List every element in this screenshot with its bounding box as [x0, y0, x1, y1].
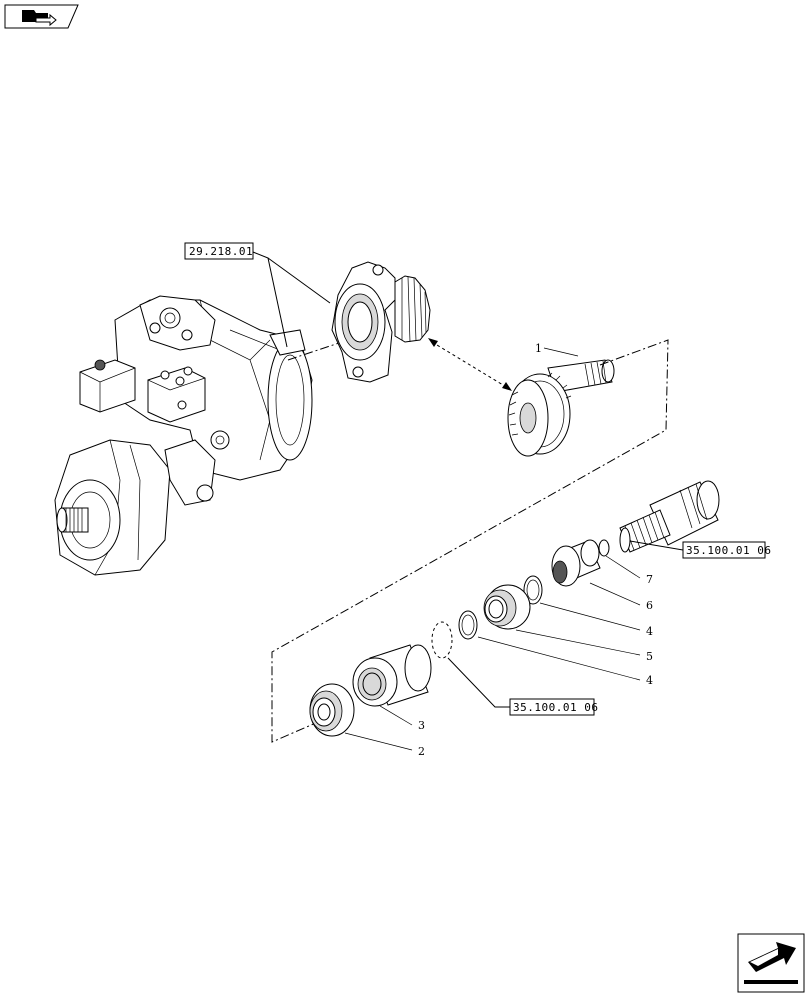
svg-text:1: 1	[535, 342, 542, 355]
callout-2: 2	[344, 732, 425, 758]
ref-label-right: 35.100.01 06	[686, 544, 771, 557]
reference-box-right[interactable]: 35.100.01 06	[682, 541, 771, 559]
dashed-ring-reference	[431, 621, 453, 659]
bottom-nav-button[interactable]	[737, 933, 805, 993]
svg-text:4: 4	[646, 674, 653, 687]
ref-label-top: 29.218.01	[189, 245, 253, 258]
bushing-part-3	[352, 644, 432, 707]
reference-box-top[interactable]: 29.218.01	[184, 242, 254, 260]
callout-5: 5	[515, 629, 653, 663]
sleeve-part-6	[551, 539, 601, 587]
hydraulic-pump-assembly	[54, 295, 313, 576]
callout-4a: 4	[539, 602, 653, 638]
reference-box-bottom[interactable]: 35.100.01 06	[509, 698, 598, 716]
gear-housing	[331, 261, 431, 383]
svg-text:7: 7	[646, 573, 653, 586]
leader-ref-right	[629, 540, 684, 551]
svg-text:5: 5	[646, 650, 653, 663]
gear-shaft-part-1	[507, 359, 615, 457]
folder-book-icon	[22, 10, 57, 27]
callout-7: 7	[605, 555, 653, 586]
svg-text:6: 6	[646, 599, 653, 612]
retaining-ring-part-4a	[523, 575, 543, 605]
group-boundary-line	[271, 339, 669, 743]
leader-ref-bottom	[447, 657, 510, 708]
retaining-ring-part-4b	[458, 610, 478, 640]
svg-text:4: 4	[646, 625, 653, 638]
callout-3: 3	[379, 705, 425, 732]
svg-text:3: 3	[418, 719, 425, 732]
callout-4b: 4	[477, 636, 653, 687]
callout-1: 1	[535, 342, 579, 357]
leader-ref-top-housing	[267, 257, 331, 304]
top-nav-button[interactable]	[4, 4, 79, 29]
snap-ring-part-7	[598, 539, 610, 557]
ref-label-bottom: 35.100.01 06	[513, 701, 598, 714]
bearing-part-5	[483, 584, 531, 630]
assembly-link-arrow	[428, 338, 512, 391]
svg-text:2: 2	[418, 745, 425, 758]
arrow-next-icon	[744, 942, 798, 984]
alignment-line-top	[287, 341, 343, 361]
bearing-part-2	[309, 683, 355, 737]
callout-6: 6	[589, 582, 653, 612]
